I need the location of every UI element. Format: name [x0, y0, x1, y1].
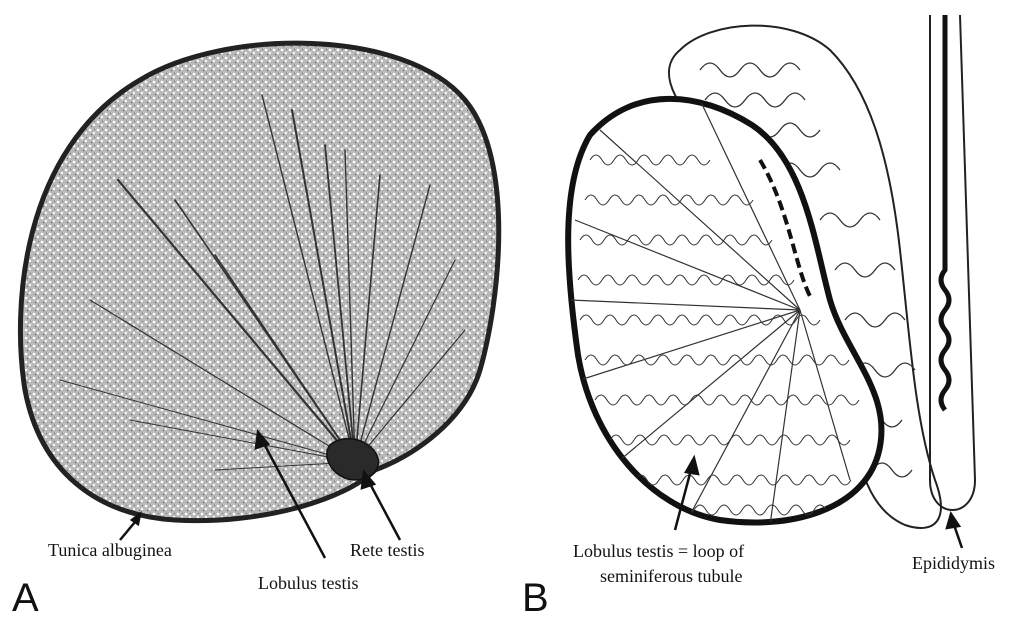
label-lobulus-testis-b-line1: Lobulus testis = loop of [573, 541, 744, 562]
ductus-deferens-lumen [941, 15, 949, 410]
label-lobulus-testis-a: Lobulus testis [258, 573, 359, 594]
ductus-deferens [930, 15, 975, 510]
panel-letter-a: A [12, 578, 39, 618]
epididymis-pointer-head [947, 514, 959, 528]
panel-a-testis-section [20, 43, 498, 520]
panel-a-tunica-albuginea-outline [20, 43, 498, 520]
panel-letter-b: B [522, 578, 549, 618]
label-tunica-albuginea: Tunica albuginea [48, 540, 172, 561]
rete-pointer [368, 480, 400, 540]
label-rete-testis: Rete testis [350, 540, 425, 561]
label-epididymis: Epididymis [912, 553, 995, 574]
label-lobulus-testis-b-line2: seminiferous tubule [600, 566, 742, 587]
